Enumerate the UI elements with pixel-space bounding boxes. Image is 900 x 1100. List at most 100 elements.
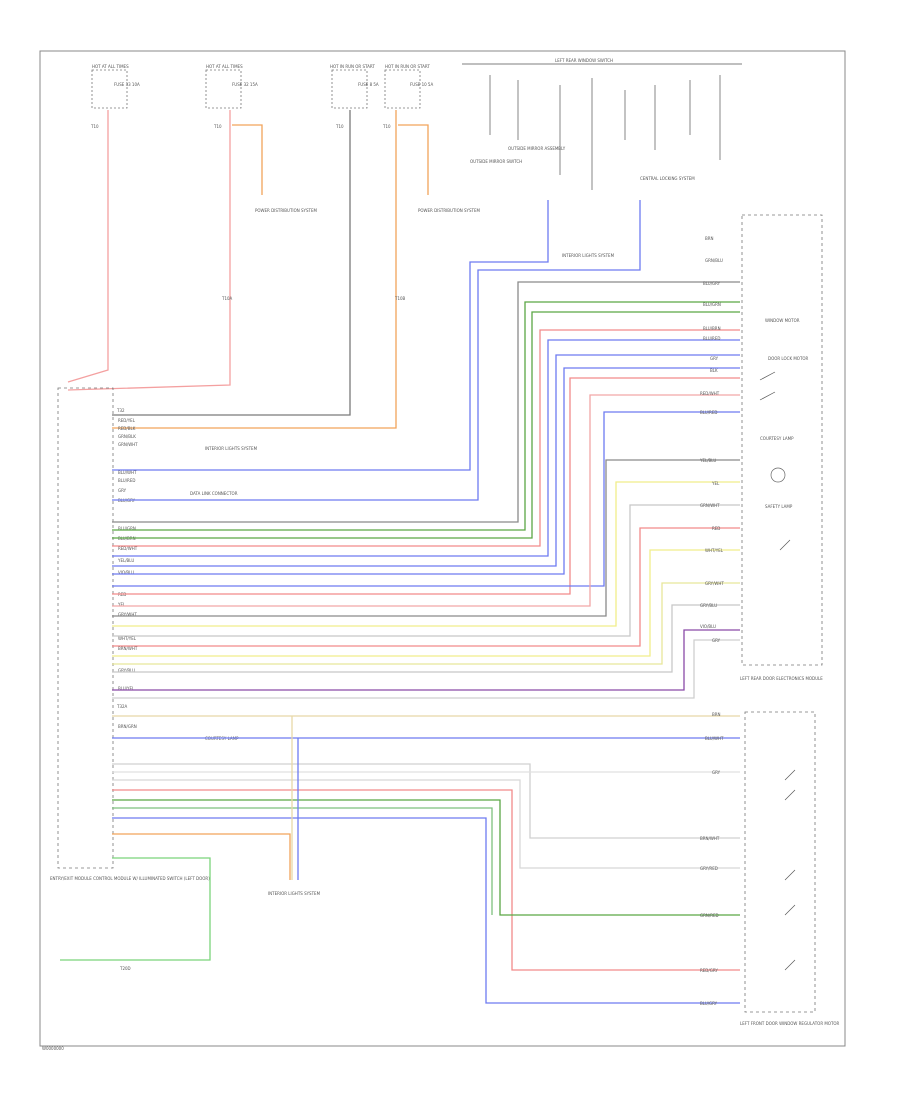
left-pin-3: GRN/BLK xyxy=(118,434,136,439)
left-pin-12: YEL/BLU xyxy=(117,558,134,563)
footer-code: W0000000 xyxy=(42,1046,64,1051)
right-pin-12: YEL xyxy=(711,481,720,486)
fuse-label: HOT IN RUN OR START xyxy=(330,64,375,69)
switch-icon xyxy=(759,371,791,551)
mid-connector-left: T10A xyxy=(221,296,233,301)
left-pin-17: WHT/YEL xyxy=(118,636,137,641)
feed-wire-orange-1 xyxy=(232,124,263,195)
interior-lights-label-top: INTERIOR LIGHTS SYSTEM xyxy=(562,253,615,258)
feed-wire-red-2 xyxy=(67,110,231,391)
window-motor-label: WINDOW MOTOR xyxy=(765,318,800,323)
lower-right-module-box xyxy=(744,711,816,1013)
right-pin-13: GRN/WHT xyxy=(700,503,720,508)
lower-right-pin-5: GRY/RED xyxy=(700,866,718,871)
mid-connector-right: T10B xyxy=(394,296,406,301)
left-pin-4: GRN/WHT xyxy=(118,442,138,447)
left-pin-19: GRY/BLU xyxy=(118,668,135,673)
fuse-value: FUSE 32 15A xyxy=(232,82,258,87)
right-module-label-1: LEFT REAR DOOR ELECTRONICS MODULE xyxy=(740,676,823,681)
right-pin-8: BLK xyxy=(710,368,718,373)
left-connector-top: T32 xyxy=(116,408,125,413)
right-pin-15: WHT/YEL xyxy=(705,548,724,553)
right-pin-7: GRY xyxy=(710,356,719,361)
left-pin-1: RED/YEL xyxy=(118,418,136,423)
central-locking-label: CENTRAL LOCKING SYSTEM xyxy=(640,176,695,181)
power-distribution-label-2: POWER DISTRIBUTION SYSTEM xyxy=(418,208,480,213)
lower-right-pin-3: GRY xyxy=(712,770,721,775)
lower-right-pin-7: RED/GRY xyxy=(700,968,718,973)
right-pin-2: GRN/BLU xyxy=(705,258,723,263)
right-module-box xyxy=(741,214,823,666)
left-pin-20: BLU/YEL xyxy=(118,686,135,691)
left-pin-9: BLU/GRN xyxy=(118,526,136,531)
feed-wire-gray xyxy=(112,110,351,416)
left-pin-13: VIO/BLU xyxy=(118,570,134,575)
right-pin-19: GRY xyxy=(712,638,721,643)
fuse-label: HOT IN RUN OR START xyxy=(385,64,430,69)
right-pin-4: BLU/GRN xyxy=(703,302,721,307)
fuse-block-1: HOT AT ALL TIMES FUSE 33 10A T10 xyxy=(90,64,140,129)
left-pin-11: RED/WHT xyxy=(118,546,138,551)
fuse-pin: T10 xyxy=(90,124,99,129)
right-pin-18: VIO/BLU xyxy=(700,624,716,629)
component-glyphs xyxy=(759,371,796,971)
fuse-pin: T10 xyxy=(382,124,391,129)
lower-bus-wires xyxy=(60,716,740,1004)
diagram-frame xyxy=(39,50,846,1047)
bottom-splice-label: T20D xyxy=(119,966,131,971)
fuse-block-2: HOT AT ALL TIMES FUSE 32 15A T10 xyxy=(205,64,258,129)
right-pin-1: BRN xyxy=(705,236,714,241)
fuse-value: FUSE 8 5A xyxy=(358,82,379,87)
left-pin-5: BLU/WHT xyxy=(118,470,137,475)
lower-right-pin-8: BLU/GRY xyxy=(700,1001,718,1006)
right-pin-labels: BRN GRN/BLU BLU/GRY BLU/GRN BLU/BRN BLU/… xyxy=(699,236,724,643)
fuse-block-4: HOT IN RUN OR START FUSE 10 5A T10 xyxy=(382,64,433,129)
left-pin-15: YEL xyxy=(117,602,126,607)
fuse-value: FUSE 33 10A xyxy=(114,82,140,87)
feed-wire-orange-2 xyxy=(112,110,397,429)
right-pin-11: YEL/BLU xyxy=(699,458,716,463)
lower-right-pin-2: BLU/WHT xyxy=(705,736,724,741)
left-module-label: ENTRY/EXIT MODULE CONTROL MODULE W/ ILLU… xyxy=(50,876,210,881)
lower-right-pin-4: BRN/WHT xyxy=(700,836,720,841)
right-pin-5: BLU/BRN xyxy=(703,326,721,331)
right-module-label-2: LEFT FRONT DOOR WINDOW REGULATOR MOTOR xyxy=(740,1021,840,1026)
courtesy-lamp-label: COURTESY LAMP xyxy=(760,436,794,441)
left-pin-18: BRN/WHT xyxy=(118,646,138,651)
interior-lights-label-left: INTERIOR LIGHTS SYSTEM xyxy=(205,446,258,451)
power-distribution-label-1: POWER DISTRIBUTION SYSTEM xyxy=(255,208,317,213)
feed-wire-red-1 xyxy=(67,110,109,383)
right-pin-14: RED xyxy=(712,526,720,531)
fuse-value: FUSE 10 5A xyxy=(410,82,433,87)
safety-lamp-label: SAFETY LAMP xyxy=(765,504,793,509)
feed-wire-orange-3 xyxy=(398,124,429,195)
mirror-switch-label: OUTSIDE MIRROR SWITCH xyxy=(470,159,522,164)
right-pin-17: GRY/BLU xyxy=(700,603,717,608)
fuse-pin: T10 xyxy=(335,124,344,129)
fuse-pin: T10 xyxy=(213,124,222,129)
window-switch-group: LEFT REAR WINDOW SWITCH OUTSIDE MIRROR S… xyxy=(462,58,742,258)
lamp-icon xyxy=(770,467,786,483)
window-switch-label: LEFT REAR WINDOW SWITCH xyxy=(555,58,613,63)
lower-right-pin-6: GRN/RED xyxy=(700,913,719,918)
interior-lights-label-bottom: INTERIOR LIGHTS SYSTEM xyxy=(268,891,321,896)
left-pin-7: GRY xyxy=(118,488,127,493)
left-connector-bottom: T32A xyxy=(116,704,128,709)
left-module-box xyxy=(57,387,114,869)
right-pin-3: BLU/GRY xyxy=(703,281,721,286)
right-pin-6: BLU/RED xyxy=(703,336,720,341)
left-pin-6: BLU/RED xyxy=(118,478,135,483)
relay-icon xyxy=(784,769,796,971)
right-pin-16: GRY/WHT xyxy=(705,581,724,586)
data-link-label: DATA LINK CONNECTOR xyxy=(190,491,238,496)
left-pin-16: GRY/WHT xyxy=(118,612,137,617)
left-pin-2: RED/BLK xyxy=(118,426,136,431)
fuse-block-3: HOT IN RUN OR START FUSE 8 5A T10 xyxy=(330,64,379,129)
bus-wires xyxy=(112,200,740,739)
right-pin-9: RED/WHT xyxy=(700,391,720,396)
lower-right-pin-1: BRN xyxy=(712,712,721,717)
mirror-assembly-label: OUTSIDE MIRROR ASSEMBLY xyxy=(508,146,566,151)
left-pin-21: BRN/GRN xyxy=(118,724,137,729)
right-pin-10: BLU/RED xyxy=(700,410,717,415)
